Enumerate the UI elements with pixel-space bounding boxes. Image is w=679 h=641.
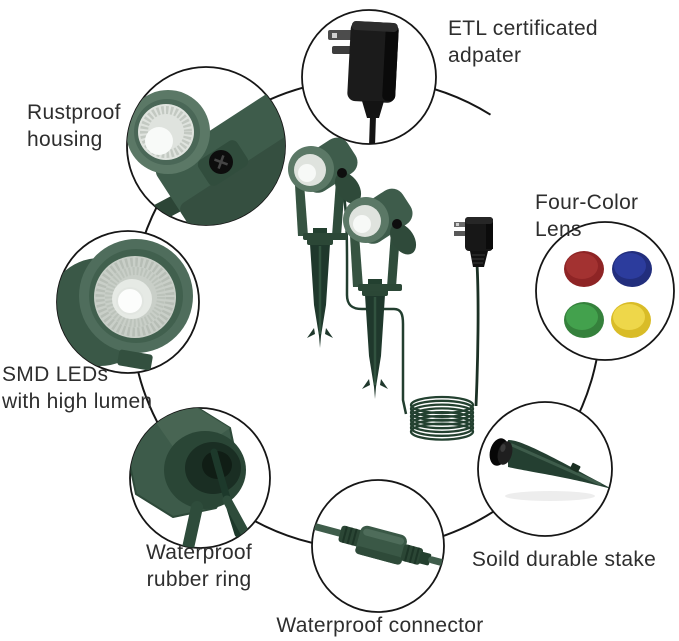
rubber-ring-label: Waterproof rubber ring — [145, 541, 253, 591]
callout-circle-lens — [535, 221, 675, 361]
spotlight-back — [341, 182, 423, 401]
ground-stake-icon — [489, 438, 612, 501]
cable-connector-icon — [312, 522, 444, 571]
stake-label: Soild durable stake — [471, 548, 657, 571]
callout-circle-stake — [477, 401, 613, 537]
power-adapter-small — [454, 217, 493, 267]
green-lens — [564, 302, 604, 338]
blue-lens — [612, 251, 652, 287]
cable-coil — [409, 395, 475, 441]
spotlight-head-icon — [127, 90, 285, 225]
power-adapter-icon — [328, 21, 399, 144]
callout-circle-rubber-ring — [129, 407, 271, 549]
connector-label: Waterproof connector — [276, 614, 484, 637]
callout-circle-connector — [311, 479, 445, 613]
four-color-lenses-icon — [564, 251, 652, 338]
housing-label: Rustproof housing — [27, 101, 121, 151]
red-lens — [564, 251, 604, 287]
adapter-cable — [474, 263, 480, 407]
callout-circle-adapter — [301, 9, 437, 145]
callout-circle-leds — [56, 230, 200, 374]
led-lens-closeup-icon — [57, 239, 193, 371]
adapter-label: ETL certificated adpater — [448, 17, 598, 67]
lens-label: Four-Color Lens — [535, 191, 639, 241]
product-illustration — [286, 131, 493, 441]
housing-rear-cap-icon — [130, 408, 255, 548]
callout-circle-housing — [126, 66, 286, 226]
yellow-lens — [611, 302, 651, 338]
leds-label: SMD LEDs with high lumen — [2, 363, 153, 413]
